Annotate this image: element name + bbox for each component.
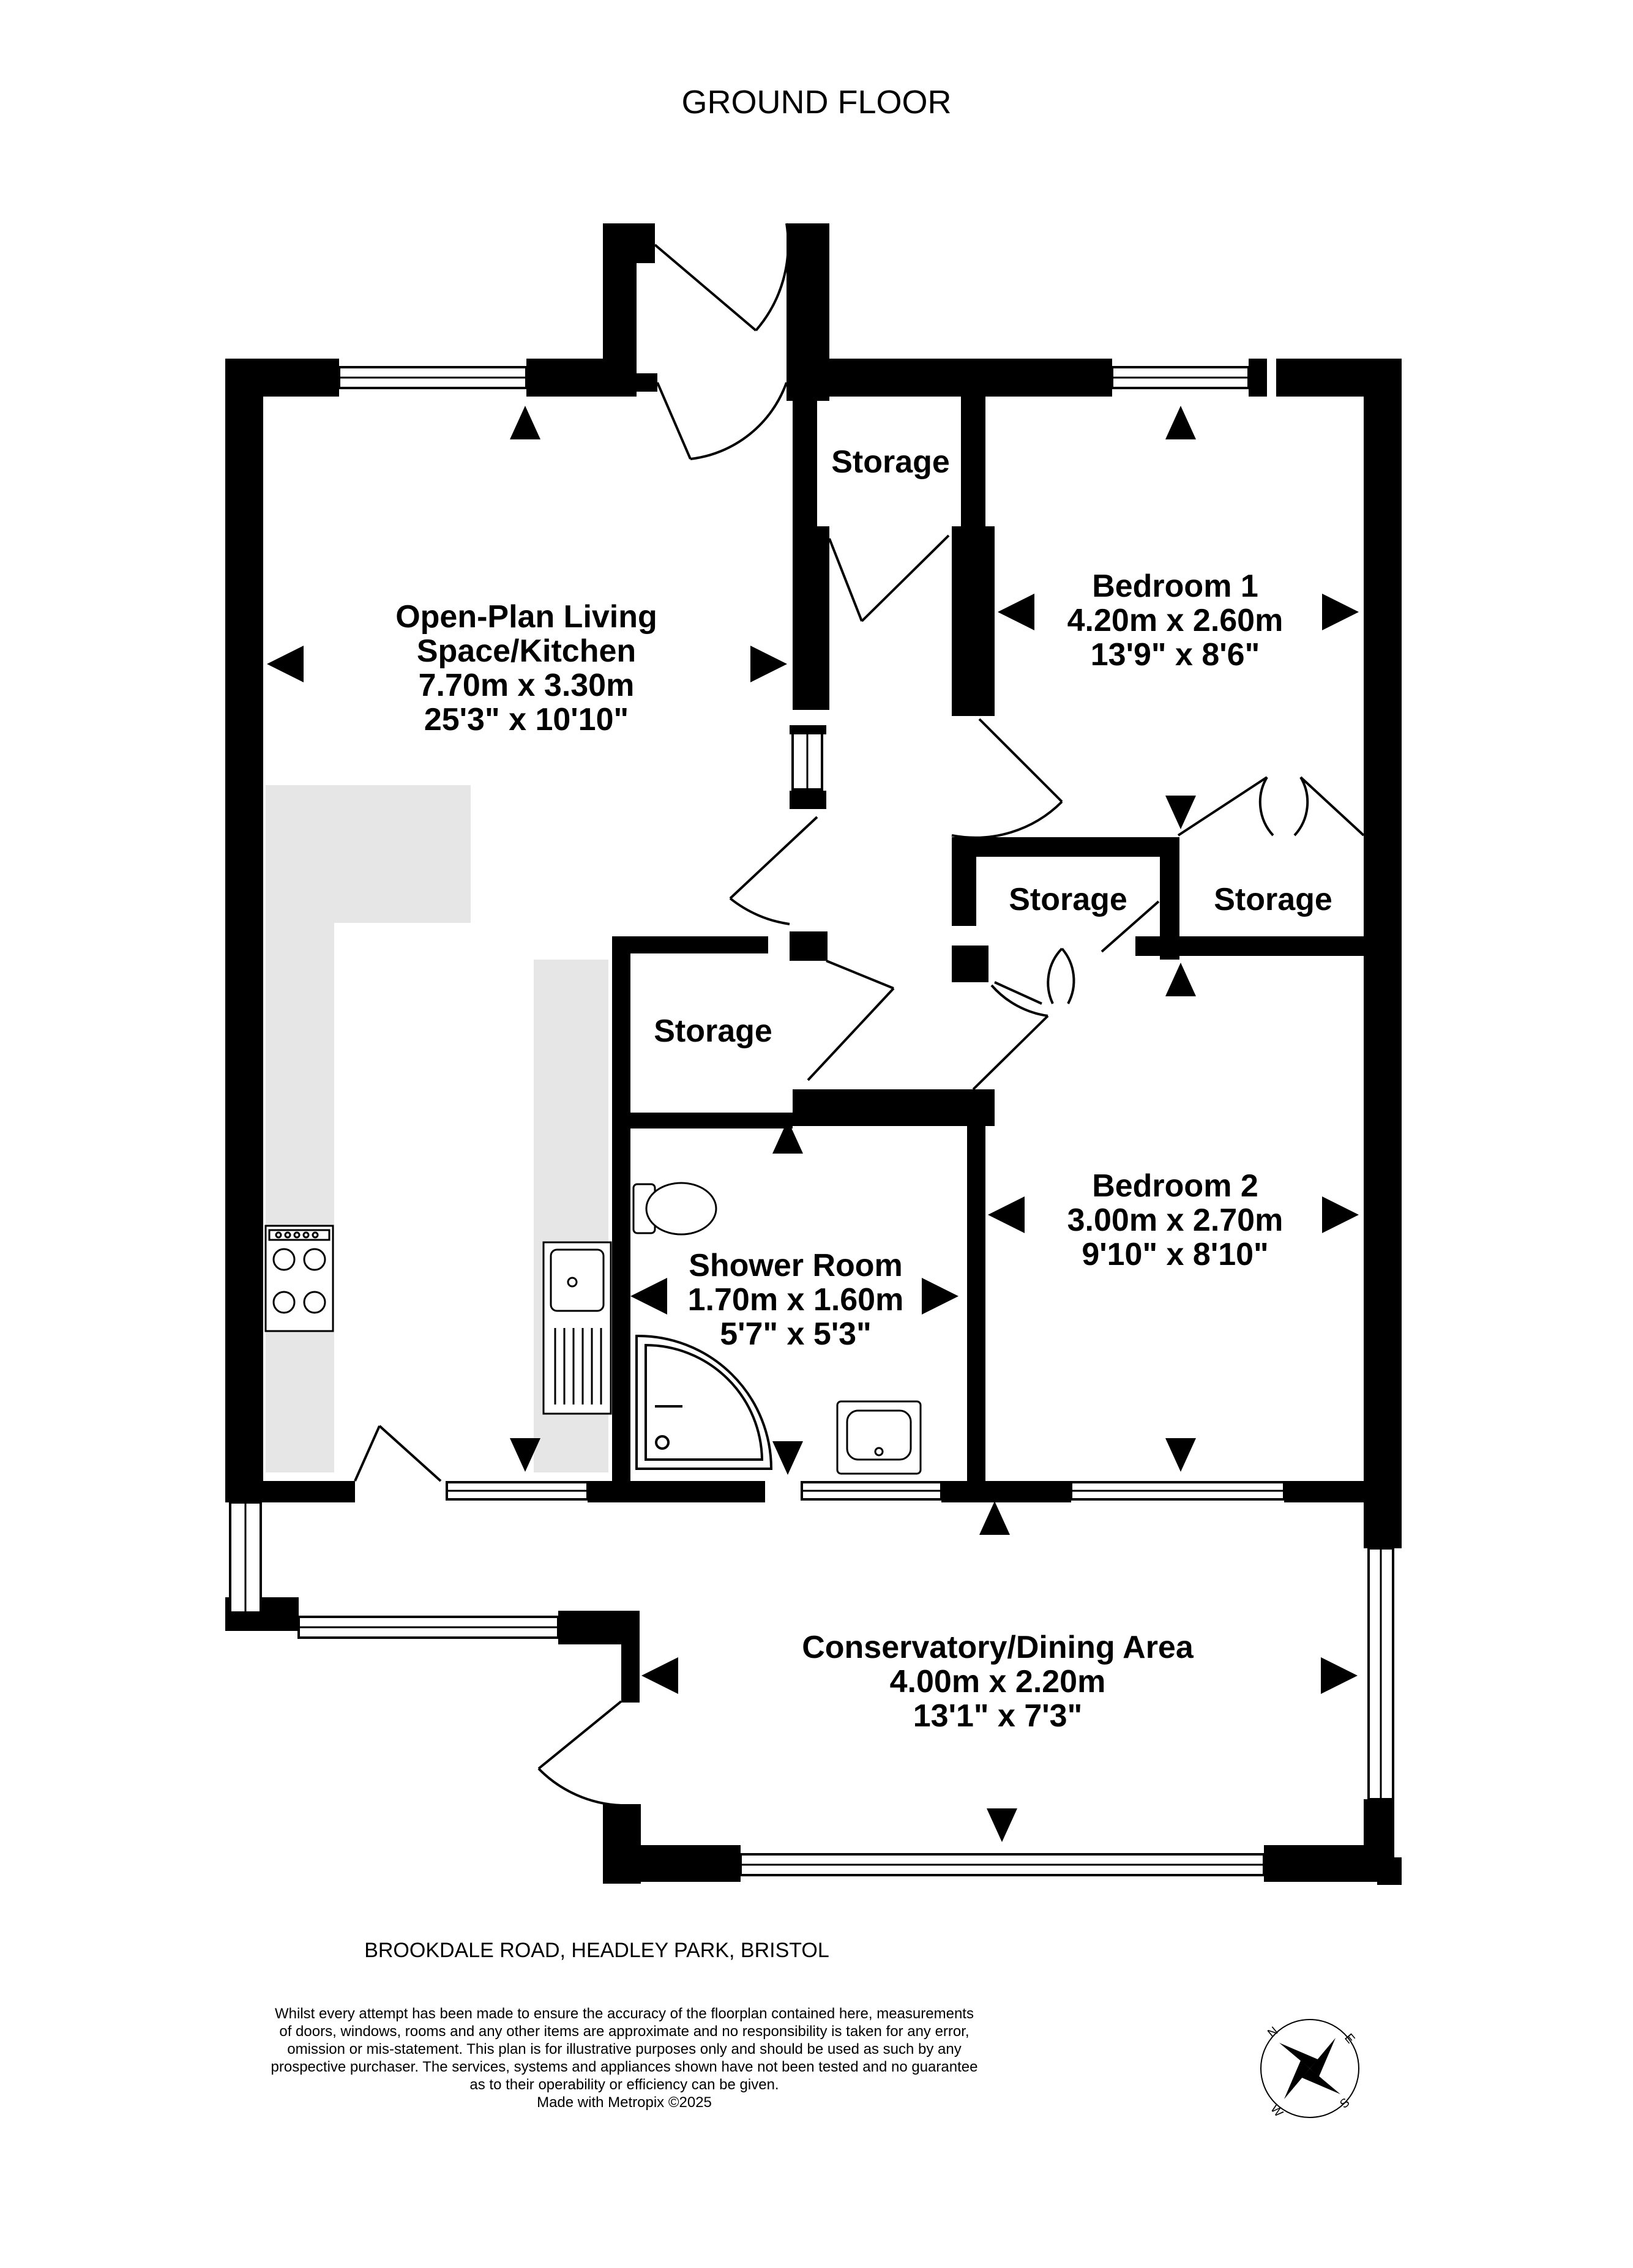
window-glazing-lines — [244, 376, 1382, 1866]
toilet — [632, 1182, 717, 1236]
room-shower-name: Shower Room — [689, 1248, 903, 1283]
room-living-imperial: 25'3" x 10'10" — [424, 702, 629, 737]
floor-title: GROUND FLOOR — [681, 84, 952, 121]
room-bedroom2-imperial: 9'10" x 8'10" — [1082, 1237, 1269, 1272]
compass: N E S W — [1260, 2019, 1359, 2120]
room-bedroom1-imperial: 13'9" x 8'6" — [1090, 637, 1260, 673]
room-bedroom2-name: Bedroom 2 — [1092, 1168, 1258, 1204]
disclaimer-line: of doors, windows, rooms and any other i… — [279, 2023, 970, 2040]
wash-basin — [836, 1400, 922, 1475]
room-conservatory-name: Conservatory/Dining Area — [802, 1630, 1194, 1665]
disclaimer-credit: Made with Metropix ©2025 — [537, 2094, 712, 2111]
room-conservatory-metric: 4.00m x 2.20m — [889, 1664, 1106, 1699]
room-living: Open-Plan Living Space/Kitchen 7.70m x 3… — [343, 600, 710, 737]
room-bedroom1-metric: 4.20m x 2.60m — [1067, 603, 1284, 638]
storage-mid-right-label: Storage — [1214, 882, 1332, 917]
room-living-name-1: Open-Plan Living — [395, 599, 657, 635]
disclaimer-line: prospective purchaser. The services, sys… — [271, 2059, 978, 2075]
doors — [354, 223, 1365, 1807]
storage-hall-label: Storage — [654, 1013, 772, 1049]
disclaimer-line: Whilst every attempt has been made to en… — [275, 2005, 974, 2022]
room-conservatory: Conservatory/Dining Area 4.00m x 2.20m 1… — [722, 1630, 1273, 1733]
shower-tray — [635, 1334, 773, 1470]
kitchen-sink — [542, 1241, 612, 1415]
walls — [225, 223, 1402, 1885]
room-bedroom1: Bedroom 1 4.20m x 2.60m 13'9" x 8'6" — [1010, 569, 1340, 672]
room-living-metric: 7.70m x 3.30m — [418, 668, 635, 703]
room-bedroom2-metric: 3.00m x 2.70m — [1067, 1203, 1284, 1238]
room-shower-metric: 1.70m x 1.60m — [687, 1282, 904, 1318]
disclaimer: Whilst every attempt has been made to en… — [208, 2005, 1041, 2111]
disclaimer-line: as to their operability or efficiency ca… — [469, 2076, 779, 2093]
room-bedroom1-name: Bedroom 1 — [1092, 569, 1258, 604]
property-address: BROOKDALE ROAD, HEADLEY PARK, BRISTOL — [364, 1939, 829, 1962]
disclaimer-line: omission or mis-statement. This plan is … — [287, 2041, 962, 2057]
dimension-arrows — [267, 406, 1359, 1842]
room-bedroom2: Bedroom 2 3.00m x 2.70m 9'10" x 8'10" — [1010, 1169, 1340, 1272]
kitchen-counters — [266, 785, 608, 1472]
storage-top-label: Storage — [831, 444, 950, 480]
room-conservatory-imperial: 13'1" x 7'3" — [913, 1698, 1083, 1734]
storage-mid-left-label: Storage — [1009, 882, 1127, 917]
room-shower-imperial: 5'7" x 5'3" — [720, 1316, 872, 1352]
room-living-name-2: Space/Kitchen — [416, 633, 637, 669]
room-shower: Shower Room 1.70m x 1.60m 5'7" x 5'3" — [649, 1248, 943, 1351]
hob — [264, 1225, 334, 1332]
